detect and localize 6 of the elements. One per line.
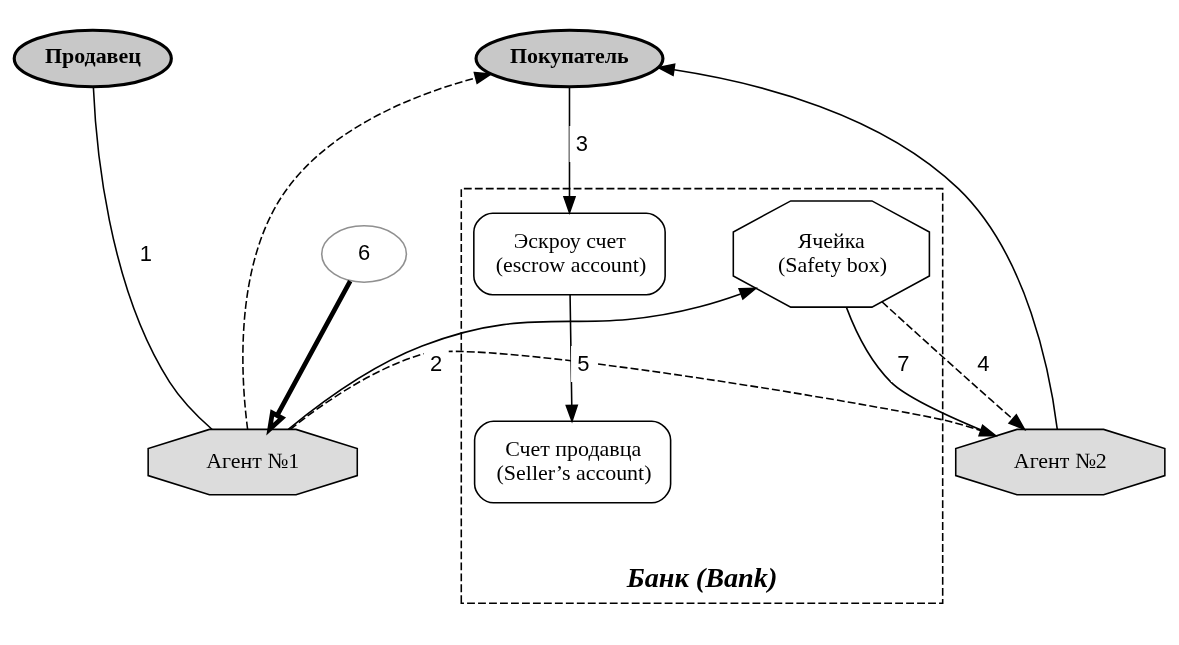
edge-label: 7 xyxy=(897,350,910,376)
edge-label: 4 xyxy=(977,350,990,376)
edge-label: 3 xyxy=(575,130,588,156)
edge-label: 5 xyxy=(577,350,590,376)
edge-label: 1 xyxy=(139,240,153,266)
edge-label: 2 xyxy=(429,350,443,376)
